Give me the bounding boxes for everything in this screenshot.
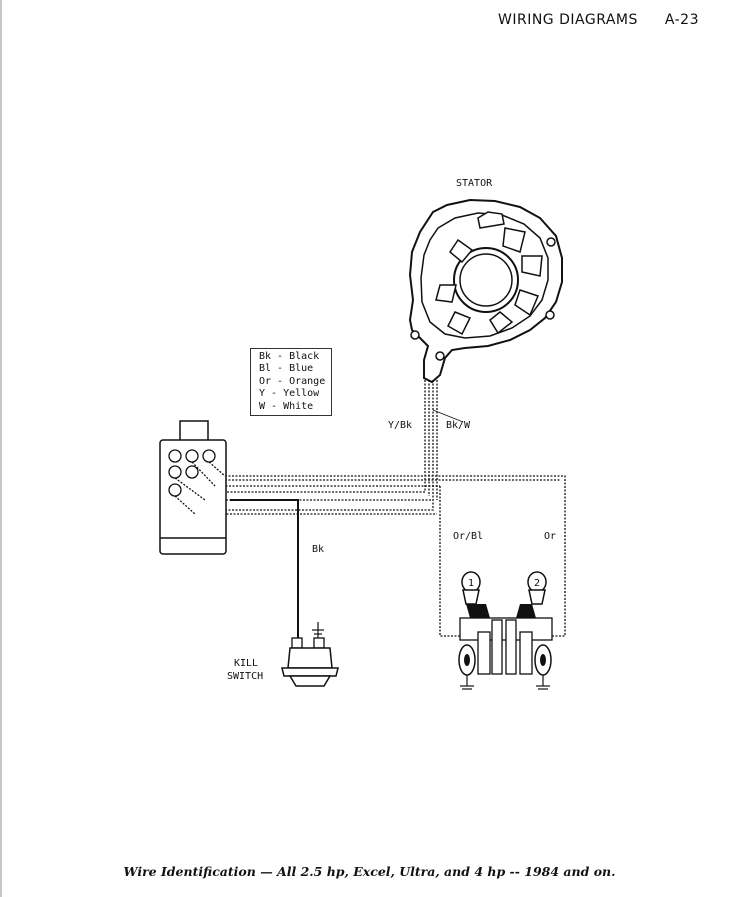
section-title: WIRING DIAGRAMS — [498, 12, 638, 28]
page-number: A-23 — [664, 12, 699, 28]
legend-item: Y - Yellow — [259, 388, 320, 400]
legend-item: Bl - Blue — [259, 363, 314, 375]
coil-label-1: 1 — [468, 578, 474, 589]
wire-color-legend: Bk - Black Bl - Blue Or - Orange Y - Yel… — [250, 348, 332, 416]
wire-label-or-bl: Or/Bl — [453, 531, 483, 542]
wire-label-y-bk: Y/Bk — [388, 420, 412, 431]
legend-item: Bk - Black — [259, 351, 320, 362]
wire-label-bk-w: Bk/W — [446, 420, 471, 431]
figure-caption: Wire Identification — All 2.5 hp, Excel,… — [123, 864, 616, 879]
wire-label-or: Or — [544, 531, 556, 542]
stator — [408, 198, 563, 384]
kill-switch — [281, 622, 339, 687]
ignition-coils — [458, 571, 553, 690]
legend-item: W - White — [259, 400, 314, 412]
page-header: WIRING DIAGRAMS A-23 — [498, 12, 699, 28]
coil-label-2: 2 — [534, 578, 540, 589]
black-wire — [230, 499, 299, 640]
cdi-module — [159, 420, 227, 555]
kill-label-2: SWITCH — [227, 671, 263, 682]
wire-label-bk: Bk — [312, 544, 324, 555]
page-edge — [0, 0, 2, 897]
stator-label: STATOR — [456, 178, 493, 189]
kill-label-1: KILL — [234, 658, 258, 669]
legend-item: Or - Orange — [259, 375, 326, 387]
